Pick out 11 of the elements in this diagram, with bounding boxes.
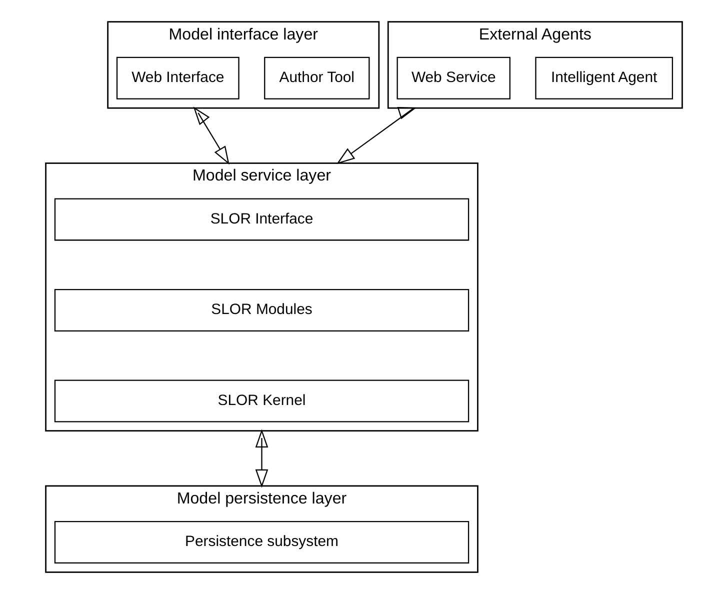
node-box: Web Interface: [116, 56, 239, 100]
node-box: SLOR Modules: [54, 288, 469, 332]
arrow: [254, 429, 268, 488]
node-box: Author Tool: [264, 56, 370, 100]
node-box: Persistence subsystem: [54, 521, 469, 564]
node-box: SLOR Interface: [54, 198, 469, 241]
node-box: Intelligent Agent: [534, 56, 673, 100]
arrow: [336, 106, 416, 164]
node-box: Web Service: [396, 56, 510, 100]
arrow: [192, 106, 229, 165]
node-box: SLOR Kernel: [54, 380, 469, 422]
